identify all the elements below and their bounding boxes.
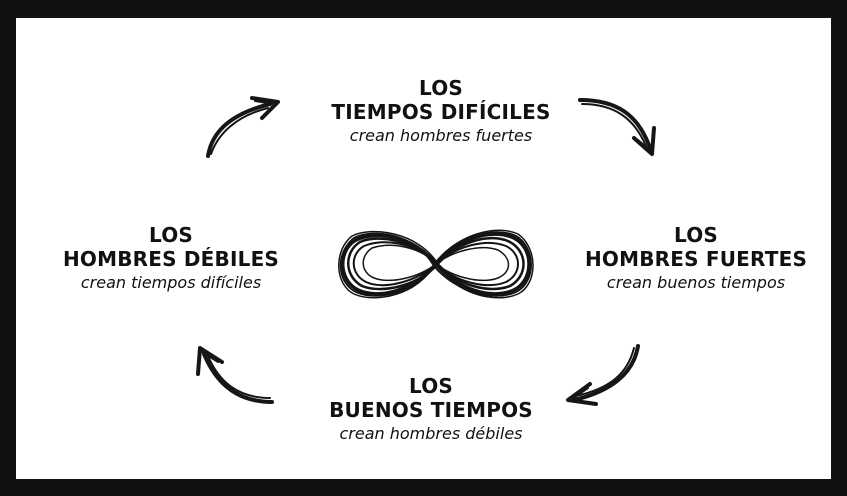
node-hombres-fuertes: LOS HOMBRES FUERTES crean buenos tiempos: [566, 223, 826, 294]
node-subtitle: crean hombres fuertes: [349, 126, 533, 145]
node-subtitle: crean tiempos difíciles: [80, 273, 262, 292]
node-title: BUENOS TIEMPOS: [329, 398, 533, 422]
node-title-prefix: LOS: [148, 223, 194, 247]
node-buenos-tiempos: LOS BUENOS TIEMPOS crean hombres débiles: [306, 374, 556, 445]
node-title-prefix: LOS: [418, 76, 464, 100]
arrow-bottom-left-icon: [196, 346, 274, 404]
node-title-prefix: LOS: [673, 223, 719, 247]
node-title: TIEMPOS DIFÍCILES: [331, 100, 551, 124]
node-subtitle: crean buenos tiempos: [606, 273, 786, 292]
arrow-top-right-icon: [578, 98, 656, 156]
cycle-diagram: LOS TIEMPOS DIFÍCILES crean hombres fuer…: [16, 18, 831, 479]
node-title-prefix: LOS: [408, 374, 454, 398]
node-hombres-debiles: LOS HOMBRES DÉBILES crean tiempos difíci…: [46, 223, 296, 294]
node-title: HOMBRES FUERTES: [584, 247, 808, 271]
infinity-icon: [338, 229, 534, 299]
node-title: HOMBRES DÉBILES: [62, 247, 280, 271]
node-subtitle: crean hombres débiles: [339, 424, 523, 443]
arrow-bottom-right-icon: [566, 344, 640, 406]
arrow-top-left-icon: [206, 96, 280, 158]
node-tiempos-dificiles: LOS TIEMPOS DIFÍCILES crean hombres fuer…: [316, 76, 566, 147]
